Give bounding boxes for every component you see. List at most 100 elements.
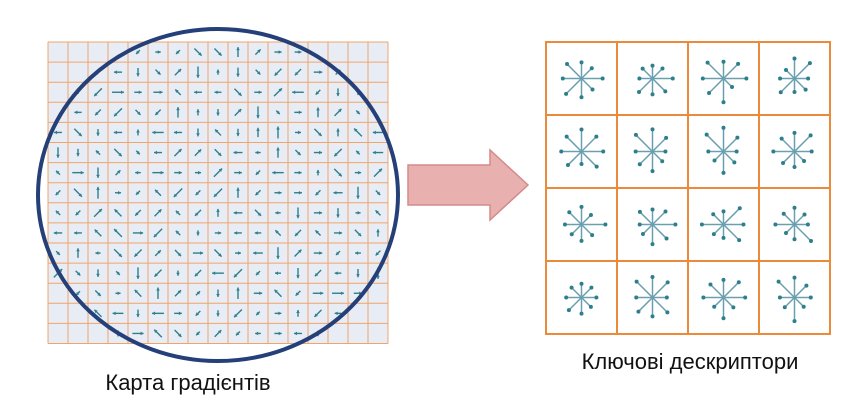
gradient-arrow-icon [234,231,242,235]
gradient-arrow-icon [372,150,384,155]
gradient-arrow-icon [175,210,181,216]
gradient-arrow-icon [136,267,140,279]
gradient-arrow-icon [236,187,240,198]
gradient-arrow-icon [113,107,123,117]
gradient-arrow-icon [233,211,243,215]
gradient-arrow-icon [233,150,243,155]
gradient-arrow-icon [294,110,302,115]
gradient-arrow-icon [212,271,224,275]
orientation-histogram-icon [634,274,670,319]
gradient-arrow-icon [73,188,83,198]
orientation-histogram-icon [560,60,605,100]
descriptor-cell [545,114,618,189]
descriptor-caption: Ключові дескриптори [581,349,799,374]
gradient-arrow-icon [315,189,321,196]
gradient-arrow-icon [355,150,361,155]
gradient-arrow-icon [255,169,261,176]
gradient-arrow-icon [334,271,342,275]
gradient-arrow-icon [236,128,240,137]
gradient-arrow-icon [114,208,122,217]
gradient-arrow-icon [296,309,300,317]
gradient-arrow-icon [195,189,201,196]
gradient-arrow-icon [94,290,102,297]
descriptor-cell [545,41,618,116]
gradient-arrow-icon [152,170,164,175]
gradient-arrow-icon [93,87,103,97]
gradient-arrow-icon [195,331,201,336]
gradient-arrow-icon [375,250,381,256]
gradient-arrow-icon [74,231,82,235]
gradient-arrow-icon [55,210,61,216]
gradient-arrow-icon [135,109,141,116]
gradient-arrow-icon [194,209,202,217]
gradient-arrow-icon [294,170,302,175]
gradient-arrow-icon [115,169,121,176]
gradient-arrow-icon [356,268,360,278]
gradient-arrow-icon [95,251,101,255]
gradient-arrow-icon [375,209,381,216]
gradient-arrow-icon [154,69,162,76]
gradient-arrow-icon [154,109,162,116]
gradient-arrow-icon [235,330,241,336]
gradient-arrow-icon [75,290,81,296]
gradient-arrow-icon [356,186,360,199]
gradient-arrow-icon [113,248,123,258]
gradient-arrow-icon [254,90,262,95]
gradient-arrow-icon [254,209,262,217]
gradient-arrow-icon [75,270,81,276]
gradient-arrow-icon [93,208,103,218]
gradient-arrow-icon [274,68,282,77]
gradient-arrow-icon [294,190,302,195]
gradient-arrow-icon [216,310,220,317]
orientation-histogram-icon [562,204,608,243]
gradient-arrow-icon [153,90,163,95]
gradient-arrow-icon [194,170,202,175]
gradient-arrow-icon [255,150,261,155]
gradient-arrow-icon [253,251,263,255]
gradient-arrow-icon [136,67,140,77]
descriptor-cell [687,41,760,116]
gradient-arrow-icon [76,248,80,258]
gradient-arrow-icon [315,89,321,96]
gradient-arrow-icon [236,47,240,58]
gradient-arrow-icon [75,210,81,216]
gradient-arrow-icon [113,70,123,74]
gradient-arrow-icon [174,311,182,316]
descriptor-cell [545,260,618,335]
orientation-histogram-icon [771,130,814,170]
gradient-arrow-icon [314,269,322,277]
gaussian-window-circle [36,27,400,363]
gradient-arrow-icon [135,49,141,55]
gradient-arrow-icon [214,128,222,136]
gradient-arrow-icon [274,271,282,275]
gradient-arrow-icon [254,189,262,196]
gradient-arrow-icon [233,88,243,97]
gradient-arrow-icon [153,228,163,238]
descriptor-cell [687,187,760,262]
gradient-arrow-icon [274,190,282,195]
gradient-arrow-icon [332,291,344,296]
gradient-arrow-icon [196,109,200,116]
gradient-arrow-icon [274,50,282,54]
gradient-arrow-icon [135,150,141,155]
gradient-arrow-icon [254,231,262,235]
gradient-arrow-icon [156,287,160,299]
gradient-arrow-icon [113,130,123,135]
gradient-arrow-icon [136,129,140,136]
gradient-arrow-icon [195,290,201,296]
gradient-arrow-icon [135,170,141,175]
gradient-arrow-icon [313,150,323,155]
gradient-arrow-icon [354,229,362,237]
gradient-arrow-icon [174,68,182,76]
gradient-arrow-icon [193,47,203,57]
gradient-arrow-icon [333,190,343,195]
gradient-arrow-icon [115,291,121,296]
orientation-histogram-icon [778,56,812,95]
orientation-histogram-icon [559,127,606,169]
gradient-arrow-icon [294,50,302,54]
gradient-arrow-icon [112,90,124,95]
gradient-arrow-icon [176,107,180,118]
gradient-arrow-icon [276,147,280,158]
gradient-arrow-icon [333,148,343,157]
